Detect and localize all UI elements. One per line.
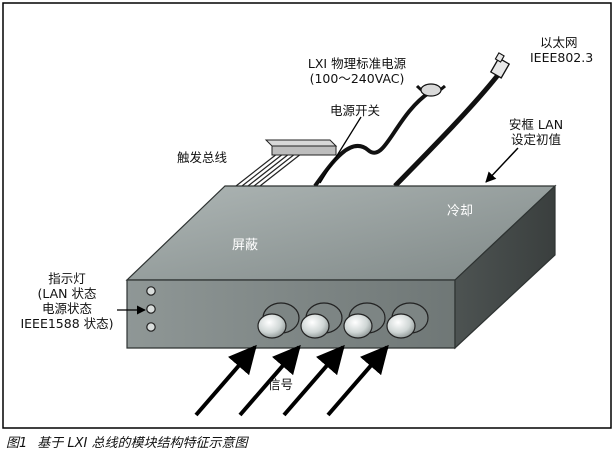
figure-caption: 图1 基于 LXI 总线的模块结构特征示意图 bbox=[6, 432, 258, 451]
indicator-label-line3: 电源状态 bbox=[41, 301, 92, 316]
figure-number: 图1 bbox=[6, 436, 28, 451]
box-side-face bbox=[454, 184, 556, 350]
trigger-bus-label: 触发总线 bbox=[177, 150, 228, 165]
lxi-power-label: LXI 物理标准电源 (100～240VAC) bbox=[282, 56, 432, 86]
indicator-label-line1: 指示灯 bbox=[48, 271, 86, 286]
signal-arrow bbox=[238, 344, 301, 417]
lan-reset-label: 安框 LAN 设定初值 bbox=[486, 117, 586, 147]
shield-label: 屏蔽 bbox=[232, 238, 259, 253]
led-lan bbox=[146, 286, 156, 296]
ethernet-label-line2: IEEE802.3 bbox=[530, 50, 594, 65]
lan-reset-label-line1: 安框 LAN bbox=[508, 117, 564, 132]
bnc-connector bbox=[300, 302, 343, 339]
bnc-connector bbox=[386, 302, 429, 339]
led-ieee1588 bbox=[146, 322, 156, 332]
bnc-connector bbox=[343, 302, 386, 339]
power-switch-label: 电源开关 bbox=[330, 103, 381, 118]
signal-arrow bbox=[194, 344, 257, 417]
signal-arrow bbox=[326, 344, 389, 417]
indicator-leds bbox=[146, 286, 156, 332]
lan-reset-leader bbox=[485, 147, 519, 183]
ethernet-label: 以太网 IEEE802.3 bbox=[530, 35, 593, 65]
lan-reset-label-line2: 设定初值 bbox=[510, 132, 561, 147]
lxi-power-label-line2: (100～240VAC) bbox=[309, 71, 405, 86]
power-plug bbox=[415, 83, 447, 97]
ethernet-cable bbox=[393, 73, 500, 188]
trigger-bus-connector bbox=[264, 139, 338, 156]
indicator-label-line2: (LAN 状态 bbox=[37, 286, 97, 301]
lxi-power-label-line1: LXI 物理标准电源 bbox=[307, 56, 407, 71]
indicator-label-line4: IEEE1588 状态) bbox=[20, 316, 114, 331]
rj45-plug bbox=[489, 52, 511, 79]
cooling-label: 冷却 bbox=[447, 204, 474, 219]
trigger-bus-ribbon bbox=[235, 149, 307, 187]
power-switch-leader bbox=[319, 116, 362, 184]
indicator-label: 指示灯 (LAN 状态 电源状态 IEEE1588 状态) bbox=[8, 271, 126, 331]
signal-arrow bbox=[282, 344, 345, 417]
figure-caption-text: 基于 LXI 总线的模块结构特征示意图 bbox=[37, 436, 248, 451]
signal-connectors bbox=[257, 302, 429, 339]
leader-lines bbox=[117, 116, 519, 315]
bnc-connector bbox=[257, 302, 300, 339]
signal-arrows bbox=[194, 344, 389, 417]
ethernet-label-line1: 以太网 bbox=[540, 35, 578, 50]
signal-label: 信号 bbox=[268, 377, 294, 392]
led-power bbox=[146, 304, 156, 314]
